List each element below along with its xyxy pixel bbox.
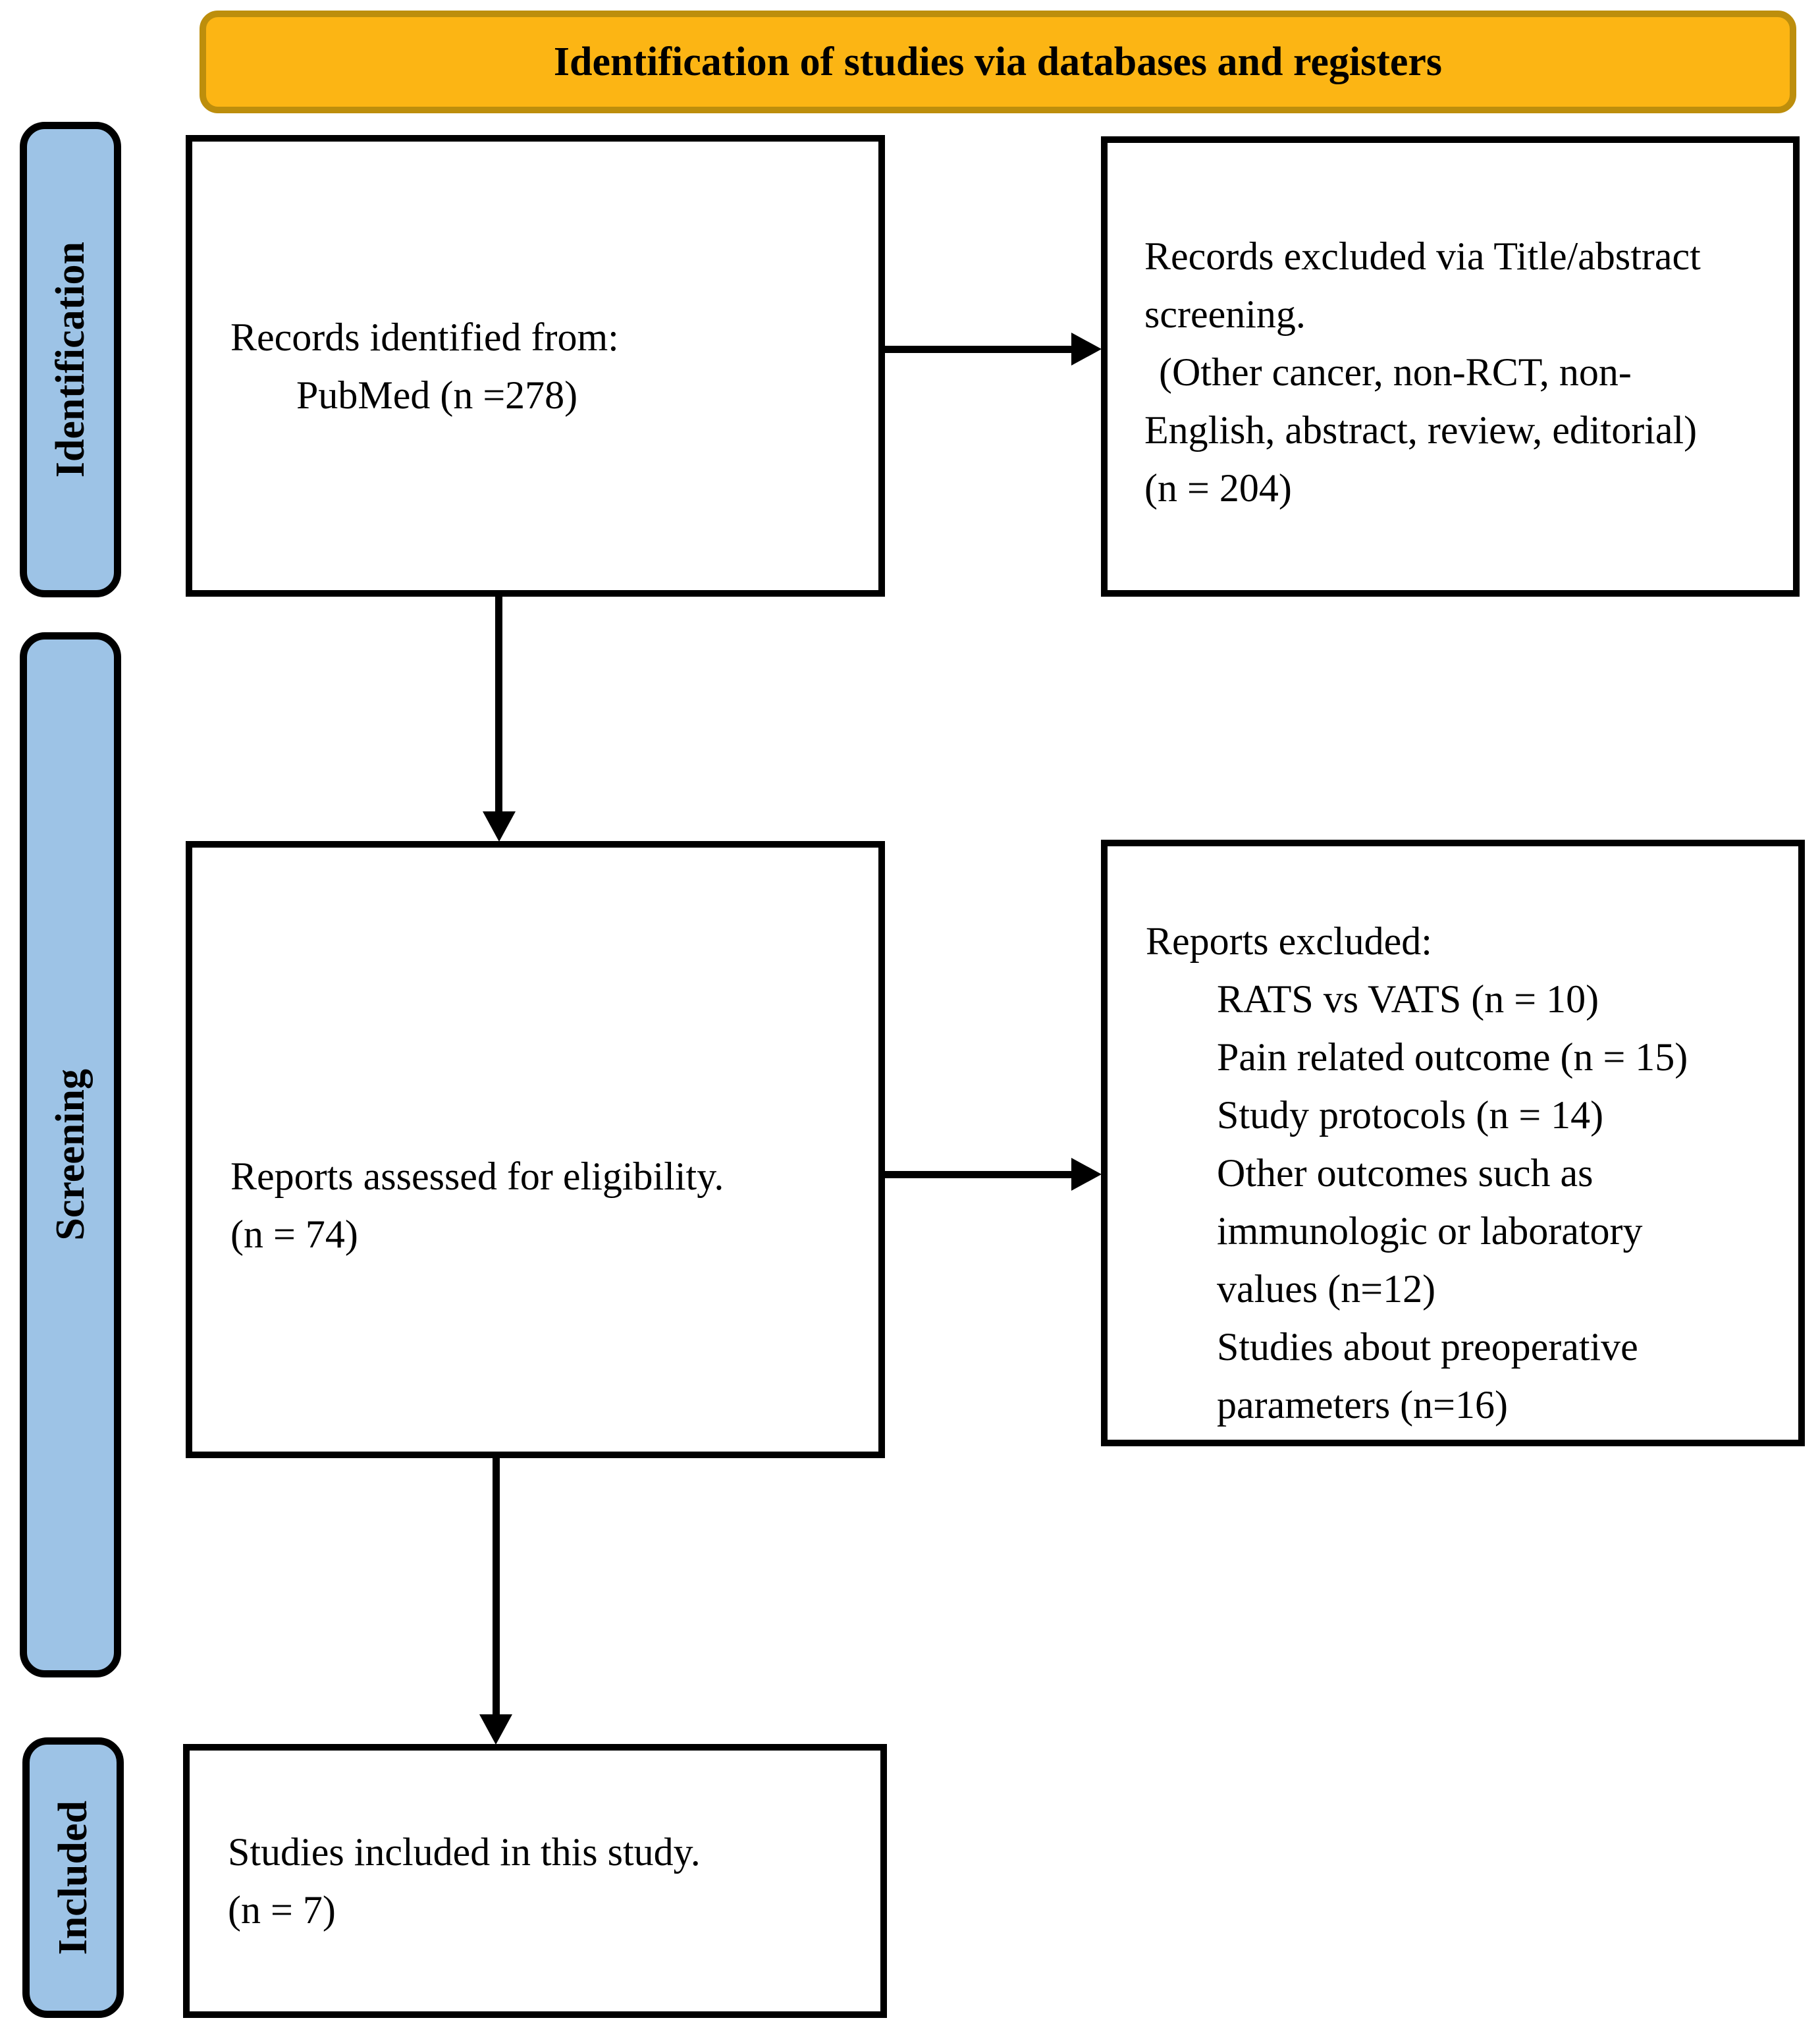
excluded-ta-line5: (n = 204) [1144, 466, 1292, 510]
reports-excluded-item: RATS vs VATS (n = 10) [1217, 977, 1599, 1021]
stage-screening-label: Screening [47, 1069, 93, 1241]
stage-identification: Identification [20, 122, 121, 597]
reports-excluded-item: Pain related outcome (n = 15) [1217, 1035, 1688, 1079]
included-line1: Studies included in this study. [228, 1830, 701, 1874]
box-reports-excluded: Reports excluded: RATS vs VATS (n = 10) … [1101, 840, 1805, 1446]
stage-included: Included [22, 1737, 124, 2018]
reports-excluded-item: Studies about preoperative [1217, 1325, 1638, 1369]
box-reports-assessed: Reports assessed for eligibility. (n = 7… [186, 841, 885, 1458]
included-line2: (n = 7) [228, 1888, 336, 1932]
reports-excluded-item: Other outcomes such as [1217, 1151, 1593, 1195]
records-identified-line1: Records identified from: [230, 315, 619, 359]
records-identified-line2: PubMed (n =278) [296, 373, 578, 417]
banner: Identification of studies via databases … [200, 11, 1796, 113]
reports-excluded-item: Study protocols (n = 14) [1217, 1093, 1604, 1137]
arrow-down-icon [479, 1714, 512, 1745]
box-studies-included: Studies included in this study. (n = 7) [183, 1744, 887, 2018]
excluded-ta-line3: (Other cancer, non-RCT, non- [1159, 350, 1632, 394]
arrow-identified-to-assessed-line [495, 597, 502, 815]
reports-excluded-item: values (n=12) [1217, 1267, 1436, 1311]
stage-screening: Screening [20, 632, 121, 1677]
excluded-ta-line2: screening. [1144, 292, 1306, 336]
reports-excluded-item: immunologic or laboratory [1217, 1209, 1643, 1253]
arrow-assessed-to-included-line [493, 1458, 500, 1718]
excluded-ta-line4: English, abstract, review, editorial) [1144, 408, 1698, 452]
arrow-down-icon [483, 811, 516, 842]
stage-included-label: Included [50, 1800, 95, 1955]
excluded-ta-line1: Records excluded via Title/abstract [1144, 234, 1701, 278]
reports-excluded-heading: Reports excluded: [1146, 919, 1432, 963]
assessed-line1: Reports assessed for eligibility. [230, 1155, 724, 1198]
arrow-right-icon [1071, 1158, 1102, 1191]
stage-identification-label: Identification [47, 241, 93, 478]
box-records-excluded-title-abstract: Records excluded via Title/abstract scre… [1101, 136, 1800, 597]
arrow-assessed-to-excluded-line [885, 1171, 1072, 1178]
arrow-right-icon [1071, 333, 1102, 366]
box-records-identified: Records identified from: PubMed (n =278) [186, 135, 885, 597]
reports-excluded-item: parameters (n=16) [1217, 1383, 1508, 1427]
banner-title: Identification of studies via databases … [553, 39, 1443, 84]
assessed-line2: (n = 74) [230, 1212, 358, 1256]
arrow-identified-to-excluded-line [885, 346, 1072, 353]
